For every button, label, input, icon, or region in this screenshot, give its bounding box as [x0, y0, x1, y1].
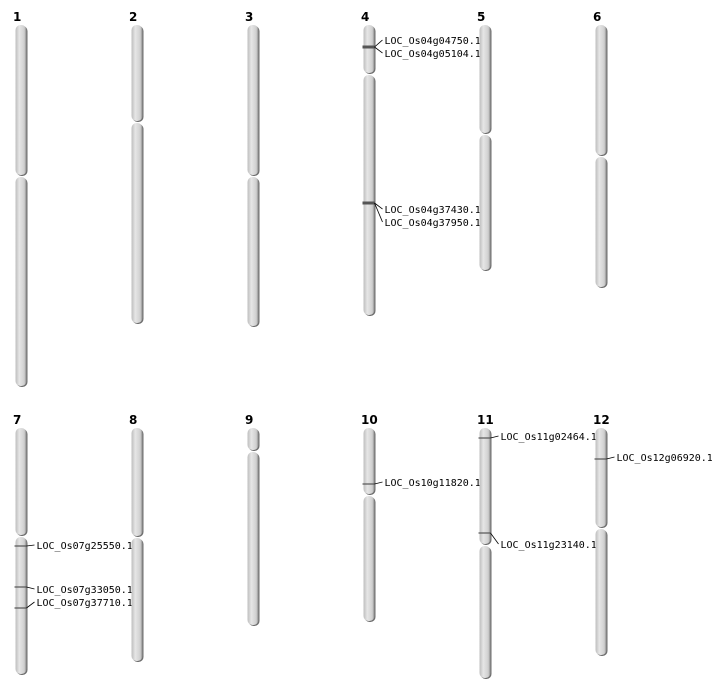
chromosome-long-arm — [595, 157, 607, 287]
chromosome-long-arm — [15, 537, 27, 674]
gene-connector — [374, 46, 383, 54]
chromosome-number: 7 — [13, 413, 21, 427]
chromosome-number: 8 — [129, 413, 137, 427]
chromosome-number: 2 — [129, 10, 137, 24]
chromosome-short-arm — [247, 428, 259, 450]
gene-label: LOC_Os07g25550.1 — [37, 541, 133, 552]
gene-connector — [26, 586, 35, 590]
chromosome-short-arm — [15, 25, 27, 175]
chromosome-short-arm — [247, 25, 259, 175]
chromosome-number: 12 — [593, 413, 610, 427]
chromosome-short-arm — [595, 25, 607, 155]
chromosome-short-arm — [479, 428, 491, 544]
chromosome-long-arm — [15, 177, 27, 386]
chromosome-long-arm — [595, 529, 607, 655]
chromosome-long-arm — [247, 452, 259, 625]
chromosome-short-arm — [131, 25, 143, 121]
chromosome-number: 5 — [477, 10, 485, 24]
chromosome-long-arm — [363, 75, 375, 315]
chromosome-long-arm — [363, 496, 375, 621]
chromosome-number: 4 — [361, 10, 369, 24]
gene-connector — [374, 481, 383, 485]
gene-connector — [490, 435, 499, 439]
chromosome-short-arm — [15, 428, 27, 535]
chromosome-long-arm — [479, 135, 491, 270]
gene-connector — [26, 544, 35, 547]
gene-connector — [374, 202, 383, 210]
gene-label: LOC_Os12g06920.1 — [617, 453, 712, 464]
gene-label: LOC_Os11g02464.1 — [501, 432, 597, 443]
gene-connector — [374, 202, 383, 223]
gene-label: LOC_Os04g04750.1 — [385, 36, 481, 47]
chromosome-number: 3 — [245, 10, 253, 24]
gene-connector — [26, 601, 35, 609]
chromosome-number: 1 — [13, 10, 21, 24]
chromosome-long-arm — [479, 546, 491, 678]
gene-label: LOC_Os11g23140.1 — [501, 540, 597, 551]
chromosome-short-arm — [363, 25, 375, 73]
chromosome-long-arm — [131, 123, 143, 323]
chromosome-number: 6 — [593, 10, 601, 24]
chromosome-short-arm — [595, 428, 607, 527]
chromosome-number: 9 — [245, 413, 253, 427]
chromosome-number: 11 — [477, 413, 494, 427]
chromosome-short-arm — [479, 25, 491, 133]
gene-connector — [606, 456, 615, 460]
gene-connector — [490, 532, 499, 545]
gene-label: LOC_Os10g11820.1 — [385, 478, 481, 489]
gene-connector — [374, 39, 383, 48]
gene-label: LOC_Os07g37710.1 — [37, 598, 133, 609]
chromosome-long-arm — [247, 177, 259, 326]
chromosome-number: 10 — [361, 413, 378, 427]
gene-label: LOC_Os04g37950.1 — [385, 218, 481, 229]
gene-label: LOC_Os04g37430.1 — [385, 205, 481, 216]
chromosome-short-arm — [363, 428, 375, 494]
chromosome-long-arm — [131, 538, 143, 661]
gene-label: LOC_Os04g05104.1 — [385, 49, 481, 60]
chromosome-short-arm — [131, 428, 143, 536]
gene-label: LOC_Os07g33050.1 — [37, 585, 133, 596]
